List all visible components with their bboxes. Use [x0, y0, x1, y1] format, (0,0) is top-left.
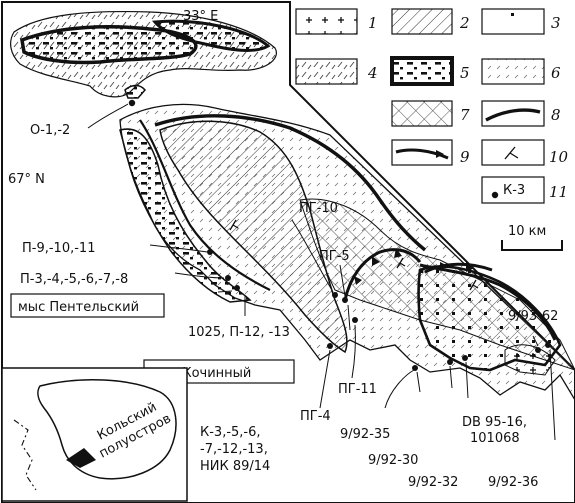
legend: 1 2 3 4 5 6 7 8 9 10 К-3 11	[295, 8, 569, 204]
main-landmass	[119, 103, 575, 402]
scale-label: 10 км	[508, 224, 546, 239]
legend-swatch-2	[391, 8, 453, 35]
legend-swatch-8	[481, 100, 545, 127]
label-9-92-30: 9/92-30	[368, 453, 418, 468]
legend-num-6: 6	[551, 64, 561, 82]
label-9-92-35: 9/92-35	[340, 427, 390, 442]
legend-num-9: 9	[460, 148, 470, 166]
label-9-93-62: 9/93-62	[508, 309, 558, 324]
label-k3-line3: НИК 89/14	[200, 459, 270, 474]
legend-num-8: 8	[551, 106, 561, 124]
boundary-line-domain	[419, 263, 557, 341]
legend-num-5: 5	[460, 64, 470, 82]
legend-num-7: 7	[460, 106, 470, 124]
legend-swatch-5	[390, 56, 454, 86]
sample-points	[128, 99, 551, 371]
label-p9: П-9,-10,-11	[22, 241, 95, 256]
label-k3-line2: -7,-12,-13,	[200, 442, 268, 457]
label-1025: 1025, П-12, -13	[188, 325, 290, 340]
legend-swatch-9	[391, 139, 453, 166]
thrust-faults	[343, 248, 493, 301]
label-9-92-32: 9/92-32	[408, 475, 458, 490]
legend-num-3: 3	[551, 14, 561, 32]
latitude-label: 67° N	[8, 172, 45, 187]
boundary-line-inner	[139, 119, 271, 291]
label-pg4: ПГ-4	[300, 409, 331, 424]
cape-pentelsky-label: мыс Пентельский	[18, 300, 139, 315]
label-o1: О-1,-2	[30, 123, 70, 138]
legend-swatch-3	[481, 8, 545, 35]
legend-swatch-11	[481, 176, 545, 204]
legend-num-2: 2	[459, 14, 470, 32]
north-peninsula	[10, 10, 277, 99]
legend-swatch-6	[481, 58, 545, 85]
label-pg11: ПГ-11	[338, 382, 377, 397]
boundary-line-8	[154, 114, 427, 252]
label-db: DB 95-16,	[462, 415, 527, 430]
legend-swatch-4	[295, 58, 358, 85]
legend-num-1: 1	[368, 14, 378, 32]
label-9-92-36: 9/92-36	[488, 475, 538, 490]
label-p3: П-3,-4,-5,-6,-7,-8	[20, 272, 128, 287]
legend-swatch-10	[481, 139, 545, 166]
cape-pentelsky-box	[10, 293, 165, 318]
strike-dip-symbols	[229, 219, 479, 291]
label-pg10: ПГ-10	[299, 201, 338, 216]
legend-num-10: 10	[549, 148, 569, 166]
inset-map: Кольский полуостров	[1, 367, 188, 502]
legend-num-11: 11	[549, 183, 568, 201]
legend-sample-text: К-3	[503, 183, 525, 198]
legend-swatch-7	[391, 100, 453, 127]
label-101068: 101068	[470, 431, 520, 446]
longitude-label: 33° E	[183, 9, 218, 24]
legend-num-4: 4	[367, 64, 378, 82]
leader-arrows	[87, 103, 556, 441]
scale-bar	[501, 240, 563, 251]
label-k3-line1: К-3,-5,-6,	[200, 425, 261, 440]
label-pg5: ПГ-5	[319, 249, 350, 264]
legend-swatch-1	[295, 8, 358, 35]
